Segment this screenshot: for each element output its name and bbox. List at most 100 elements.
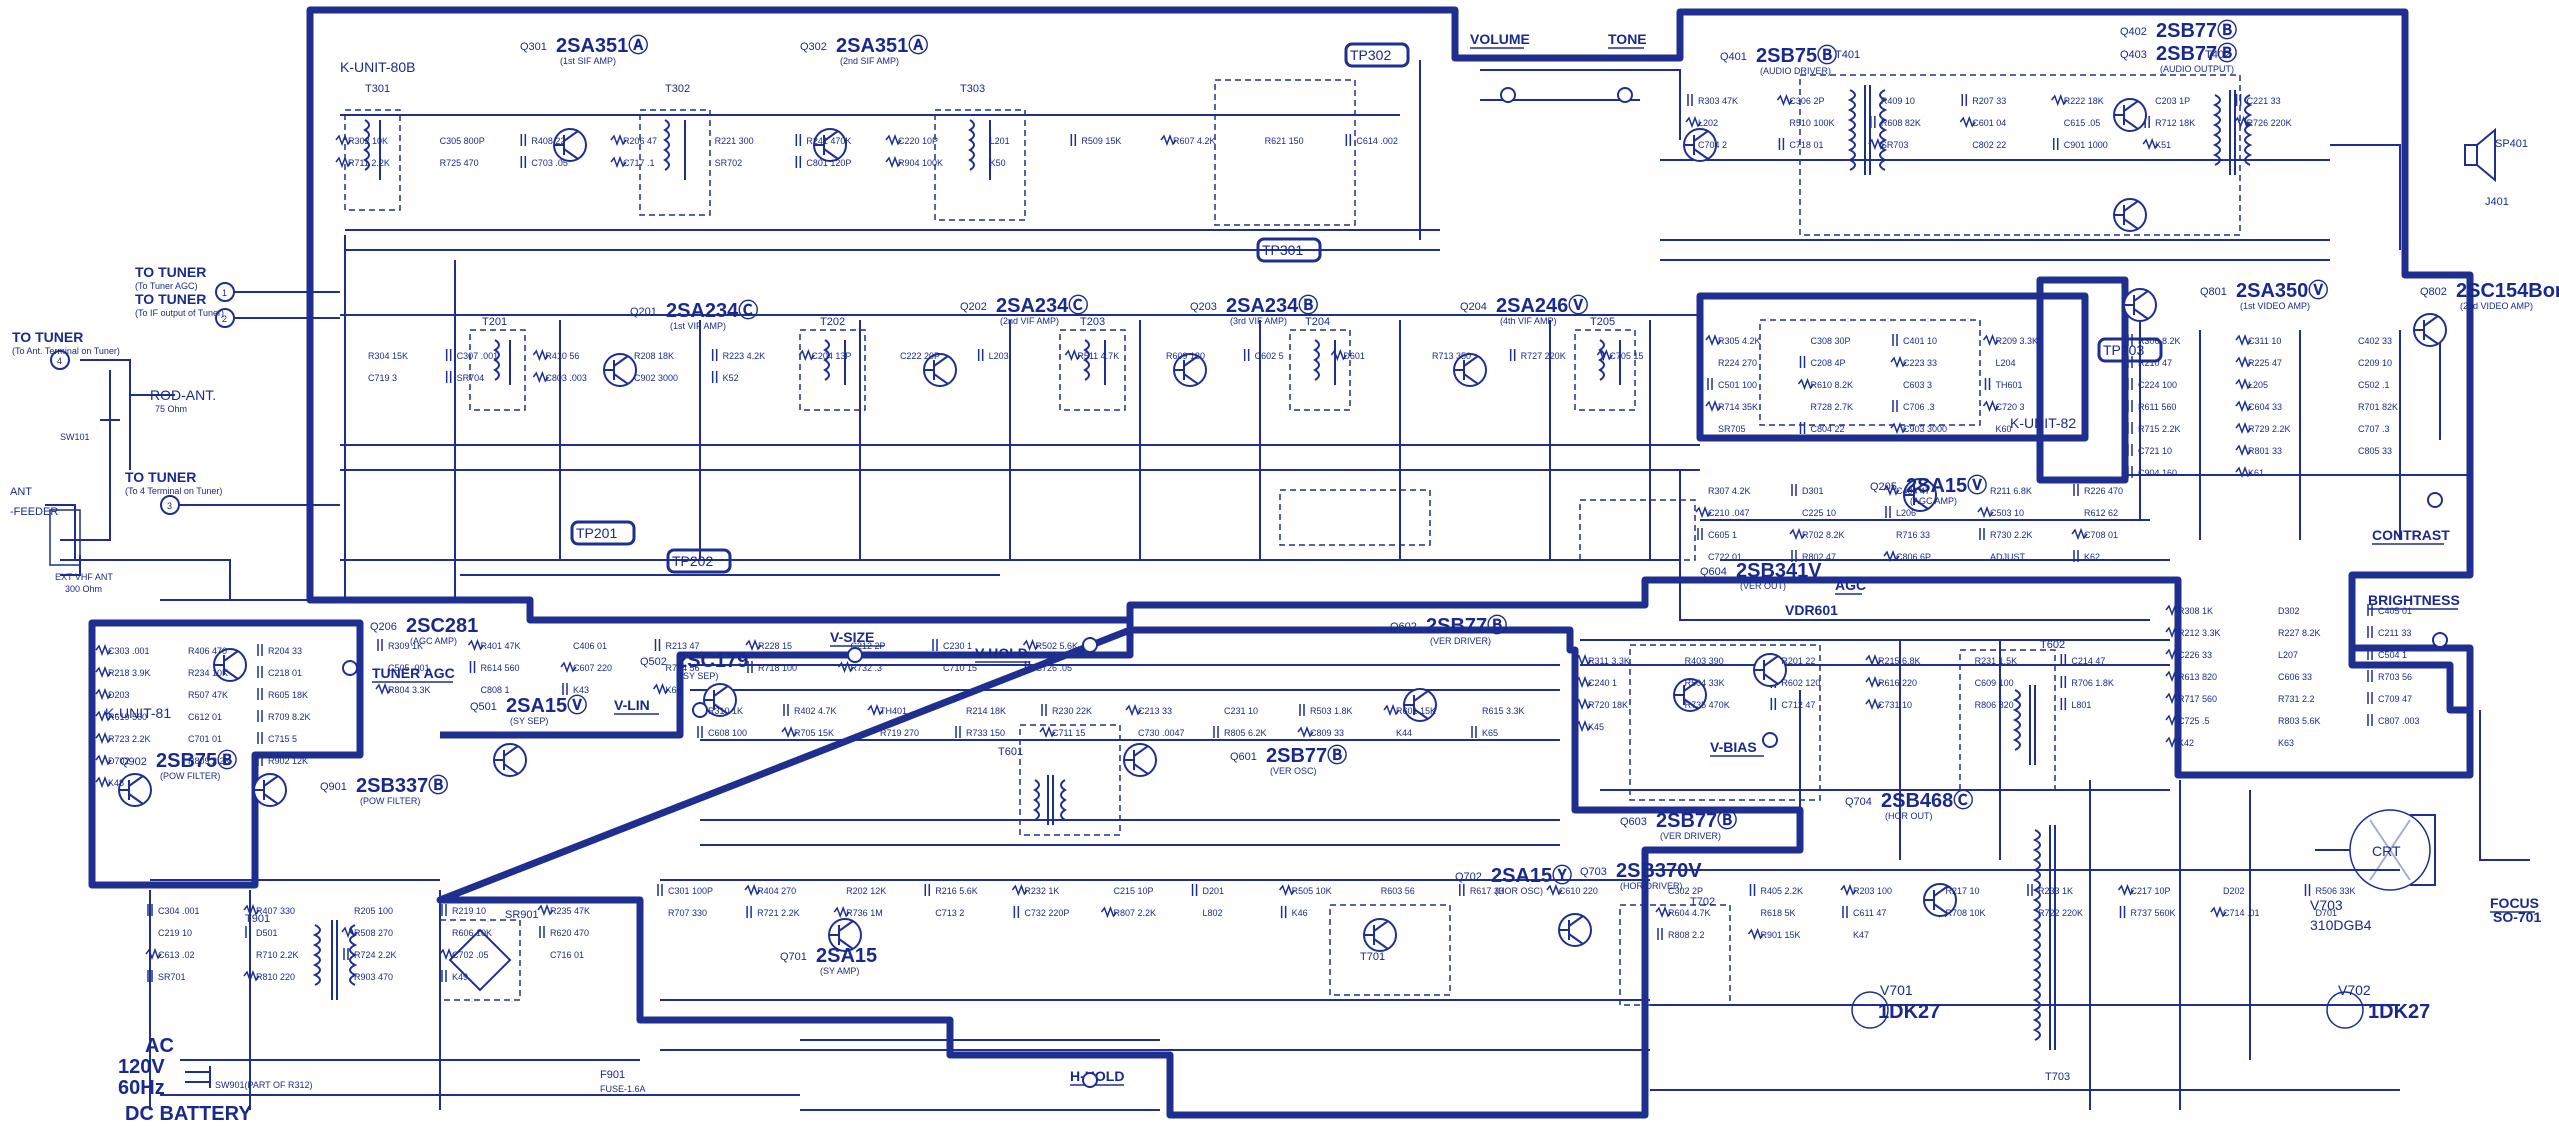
component-value: D601: [1343, 351, 1365, 361]
test-point-tp202[interactable]: TP202: [672, 553, 713, 569]
capacitor-glyph: [1778, 138, 1785, 150]
resistor-glyph: [2071, 527, 2088, 541]
component-value: R604 4.7K: [1668, 908, 1711, 918]
component-value: R722 220K: [2038, 908, 2083, 918]
capacitor-glyph: [520, 156, 527, 168]
component-value: R728 2.7K: [1811, 402, 1854, 412]
component-value: R805 6.2K: [1224, 728, 1267, 738]
control-agc[interactable]: AGC: [1835, 577, 1866, 593]
control-v-bias[interactable]: V-BIAS: [1710, 739, 1757, 755]
test-point-tp201[interactable]: TP201: [576, 525, 617, 541]
capacitor-glyph: [1961, 94, 1968, 106]
control-brightness[interactable]: BRIGHTNESS: [2368, 592, 2460, 608]
transformer-t601: T601: [998, 746, 1023, 758]
transistor-q704-role: (HOR OUT): [1885, 811, 1933, 821]
component-value: R410 56: [545, 351, 579, 361]
component-value: C613 .02: [158, 950, 195, 960]
component-value: R228 15: [758, 641, 792, 651]
transistor-q203-ref: Q203: [1190, 301, 1217, 313]
rod-antenna-label: ROD-ANT.: [150, 387, 216, 403]
component-value: R706 1.8K: [2071, 678, 2114, 688]
component-value: C224 100: [2138, 380, 2177, 390]
control-tuner-agc[interactable]: TUNER AGC: [372, 665, 455, 681]
component-value: C406 01: [573, 641, 607, 651]
resistor-glyph: [2235, 421, 2252, 435]
capacitor-glyph: [1984, 378, 1991, 390]
control-v-lin[interactable]: V-LIN: [614, 697, 650, 713]
component-value: C505 .001: [388, 663, 430, 673]
component-value: SR701: [158, 972, 186, 982]
test-point-tp301[interactable]: TP301: [1262, 242, 1303, 258]
component-value: R405 2.2K: [1761, 886, 1804, 896]
control-v-size[interactable]: V-SIZE: [830, 629, 874, 645]
tuner-terminal-4-circle: [50, 350, 70, 370]
resistor-glyph: [1011, 883, 1028, 897]
capacitor-glyph: [1345, 134, 1352, 146]
capacitor-glyph: [2073, 484, 2079, 496]
transformer-t702: T702: [1690, 896, 1715, 908]
resistor-glyph: [2051, 93, 2068, 107]
k-unit-lower-border: [436, 620, 1804, 1119]
resistor-glyph: [1705, 399, 1722, 413]
control-contrast[interactable]: CONTRAST: [2372, 527, 2450, 543]
component-value: C732 220P: [1024, 908, 1069, 918]
test-point-tp302-box: [1344, 42, 1410, 68]
transformer-t401: T401: [1835, 49, 1860, 61]
antenna-section: ROD-ANT. 75 Ohm ANT -FEEDER EXT VHF ANT …: [10, 370, 216, 594]
ant-feeder-label: ANT: [10, 486, 32, 498]
transistor-q702-symbol: [1363, 918, 1397, 952]
component-value: C611 47: [1853, 908, 1886, 918]
resistor-glyph: [1655, 905, 1672, 919]
component-value: R804 3.3K: [388, 685, 431, 695]
component-value: R234 10K: [188, 668, 228, 678]
component-value: R205 100: [354, 906, 393, 916]
component-value: C703 .05: [531, 158, 568, 168]
resistor-glyph: [243, 969, 260, 983]
test-point-tp203[interactable]: TP203: [2103, 342, 2144, 358]
component-value: R403 390: [1685, 656, 1724, 666]
transistor-q201-part: 2SA234Ⓒ: [666, 299, 758, 322]
capacitor-glyph: [520, 134, 527, 146]
transistor-q202-part: 2SA234Ⓒ: [996, 294, 1088, 317]
capacitor-glyph: [1770, 698, 1777, 710]
control-focus[interactable]: FOCUS: [2490, 895, 2539, 911]
component-value: C301 100P: [668, 886, 713, 896]
resistor-glyph: [1977, 505, 1994, 519]
component-value: C223 33: [1903, 358, 1937, 368]
component-value: C217 10P: [2131, 886, 2171, 896]
rod-antenna-sub: 75 Ohm: [155, 404, 187, 414]
tuner-terminal-3-number: 3: [167, 501, 172, 511]
transistor-q601-ref: Q601: [1230, 751, 1257, 763]
component-value: R214 18K: [966, 706, 1006, 716]
capacitor-glyph: [1870, 116, 1876, 128]
component-value: R723 2.2K: [108, 734, 151, 744]
component-value: R232 1K: [1024, 886, 1059, 896]
component-value: L204: [1996, 358, 2016, 368]
control-tone[interactable]: TONE: [1608, 31, 1647, 47]
component-value: C808 1: [481, 685, 510, 695]
component-value: R310 1K: [708, 706, 743, 716]
resistor-glyph: [2235, 333, 2252, 347]
transistor-q401-role: (AUDIO DRIVER): [1760, 66, 1831, 76]
component-value: R714 35K: [1718, 402, 1758, 412]
capacitor-glyph: [746, 906, 752, 918]
control-v-hold[interactable]: V-HOLD: [975, 645, 1028, 661]
component-value: R729 2.2K: [2248, 424, 2291, 434]
capacitor-glyph: [1191, 884, 1198, 896]
component-value: C806 6P: [1896, 552, 1931, 562]
component-value: R507 47K: [188, 690, 228, 700]
capacitor-glyph: [2367, 626, 2373, 638]
capacitor-glyph: [1280, 906, 1287, 918]
capacitor-glyph: [1799, 422, 1806, 434]
test-point-tp302[interactable]: TP302: [1350, 47, 1391, 63]
transistor-q204-role: (4th VIF AMP): [1500, 316, 1557, 326]
component-value: R727 220K: [1521, 351, 1566, 361]
capacitor-glyph: [1070, 134, 1077, 146]
control-volume[interactable]: VOLUME: [1470, 31, 1530, 47]
transistor-q302-ref: Q302: [800, 41, 827, 53]
component-value: C211 33: [2378, 628, 2411, 638]
tuner-terminal-3-sub: (To 4 Terminal on Tuner): [125, 486, 222, 496]
resistor-glyph: [467, 638, 485, 652]
k-unit-82-border: [1696, 292, 2089, 442]
